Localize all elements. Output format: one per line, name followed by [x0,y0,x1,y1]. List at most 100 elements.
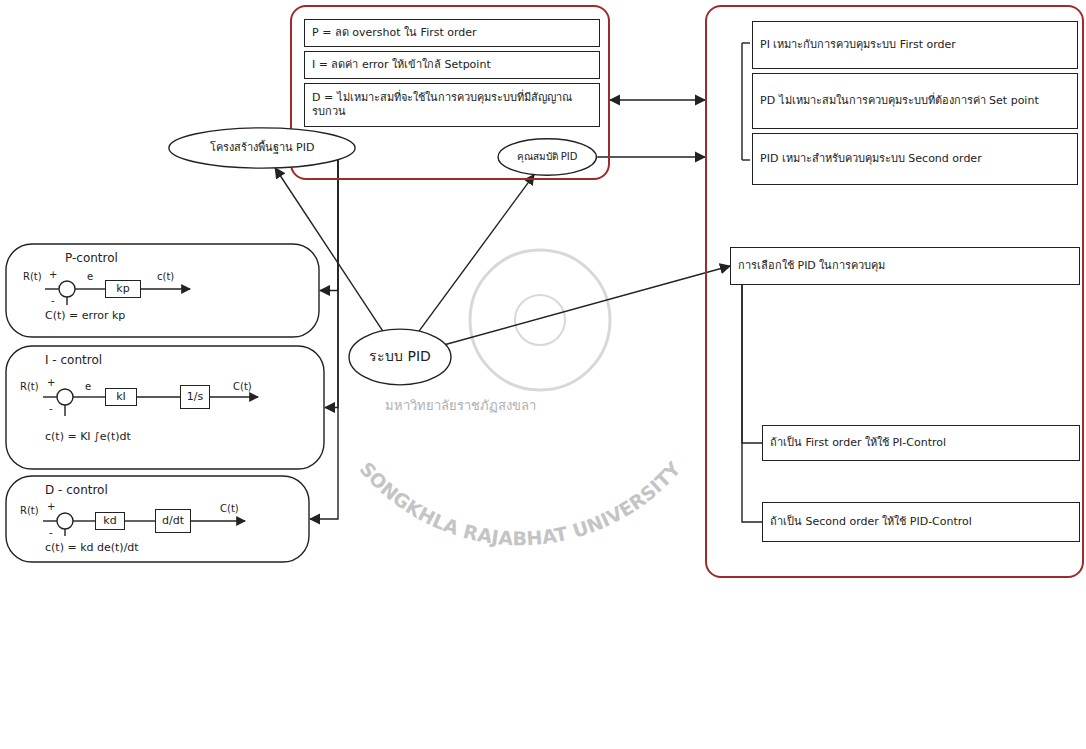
connector [610,99,705,100]
box-text: kp [116,282,129,296]
box-text: D = ไม่เหมาะสมที่จะใช้ในการควบคุมระบบที่… [312,91,592,119]
box-text: P = ลด overshot ใน First order [312,26,477,40]
diagram-label: C(t) [220,503,239,516]
signal-wire [75,288,105,289]
bracket-line [741,43,742,160]
connector [125,520,155,521]
box-text: ถ้าเป็น First order ให้ใช้ PI-Control [770,436,946,450]
gain-block: kI [105,388,137,406]
diagram-label: R(t) [20,381,39,394]
gain-block: kp [105,280,141,298]
controller-box: PI เหมาะกับการควบคุมระบบ First order [752,21,1078,69]
diagram-label: C(t) [233,381,252,394]
connector [325,160,338,408]
feedback-wire [64,529,65,536]
cloud-shape [169,128,355,168]
connector [742,285,762,443]
diagram-label: c(t) = kd de(t)/dt [45,541,139,555]
property-box: D = ไม่เหมาะสมที่จะใช้ในการควบคุมระบบที่… [304,83,600,127]
emblem-ring [470,250,610,390]
diagram-label: e [85,381,91,394]
selection-panel: PI เหมาะกับการควบคุมระบบ First order PD ไ… [705,5,1084,578]
box-text: PD ไม่เหมาะสมในการควบคุมระบบที่ต้องการค่… [760,94,1039,108]
cloud-title: P-control [65,251,118,266]
summing-junction [59,281,75,297]
diagram-label: C(t) = error kp [45,309,125,323]
cloud-outline [5,243,320,338]
cloud-shape [6,476,309,562]
derivative-block: d/dt [155,509,191,533]
diagram-label: R(t) [23,271,42,284]
signal-wire [45,288,59,289]
p-block-wires [45,281,190,305]
cloud-shape [498,139,596,175]
box-text: การเลือกใช้ PID ในการควบคุม [738,259,885,273]
topic-cloud: คุณสมบัติ PID [497,138,597,176]
box-text: ถ้าเป็น Second order ให้ใช้ PID-Control [770,515,972,529]
box-text: I = ลดค่า error ให้เข้าใกล้ Setpoint [312,58,491,72]
bracket-line [742,159,750,160]
box-text: 1/s [187,390,203,404]
cloud-shape [349,329,451,385]
connector [275,168,383,331]
watermark-label: มหาวิทยาลัยราชภัฏสงขลา [385,398,536,414]
watermark-text: SONGKHLA RAJABHAT UNIVERSITY [355,457,684,549]
diagram-label: - [49,527,53,540]
summing-junction [57,513,73,529]
cloud-title: I - control [45,353,102,368]
topic-cloud: โครงสร้างพื้นฐาน PID [167,127,357,169]
property-box: P = ลด overshot ใน First order [304,19,600,47]
box-text: PID เหมาะสำหรับควบคุมระบบ Second order [760,152,982,166]
signal-wire [191,520,245,521]
feedback-wire [64,405,65,416]
diagram-label: - [49,403,53,416]
diagram-label: e [87,271,93,284]
summing-junction [57,389,73,405]
integrator-block: 1/s [180,385,210,409]
diagram-label: + [49,269,57,282]
rule-box: ถ้าเป็น Second order ให้ใช้ PID-Control [762,502,1080,542]
connector [597,156,705,157]
diagram-label: + [47,501,55,514]
cloud-text: คุณสมบัติ PID [517,151,578,164]
feedback-wire [66,297,67,305]
control-cloud: I - controlR(t)+-eC(t)c(t) = KI ∫e(t)dtk… [5,345,325,470]
cloud-text: ระบบ PID [369,348,431,366]
control-cloud: D - controlR(t) + - C(t) c(t) = kd de(t)/dt k… [5,475,310,563]
box-text: d/dt [162,514,184,528]
bracket-line [742,42,750,43]
watermark-text-arc: SONGKHLA RAJABHAT UNIVERSITY [355,457,684,549]
gain-block: kd [95,512,125,530]
controller-box: PD ไม่เหมาะสมในการควบคุมระบบที่ต้องการค่… [752,73,1078,129]
connector [137,396,180,397]
signal-wire [210,396,258,397]
property-box: I = ลดค่า error ให้เข้าใกล้ Setpoint [304,51,600,79]
signal-wire [141,288,190,289]
connector [446,266,731,345]
connector [419,175,534,332]
box-text: kI [116,390,126,404]
rule-box: ถ้าเป็น First order ให้ใช้ PI-Control [762,425,1080,461]
cloud-shape [6,244,319,337]
connector [742,285,762,522]
controller-box: PID เหมาะสำหรับควบคุมระบบ Second order [752,133,1078,185]
cloud-shape [6,346,324,469]
emblem-core [515,295,565,345]
i-block-wires [43,389,258,416]
watermark-emblem [470,250,610,390]
central-cloud: ระบบ PID [348,328,452,386]
cloud-title: D - control [45,483,108,498]
signal-wire [73,396,105,397]
d-block-wires [43,513,245,536]
control-cloud: P-controlR(t)+-ec(t)C(t) = error kpkp [5,243,320,338]
cloud-text: โครงสร้างพื้นฐาน PID [210,141,315,155]
signal-wire [43,520,57,521]
box-text: PI เหมาะกับการควบคุมระบบ First order [760,38,956,52]
diagram-label: c(t) = KI ∫e(t)dt [45,430,131,444]
signal-wire [43,396,57,397]
signal-wire [73,520,95,521]
diagram-label: R(t) [20,505,39,518]
box-text: kd [103,514,116,528]
